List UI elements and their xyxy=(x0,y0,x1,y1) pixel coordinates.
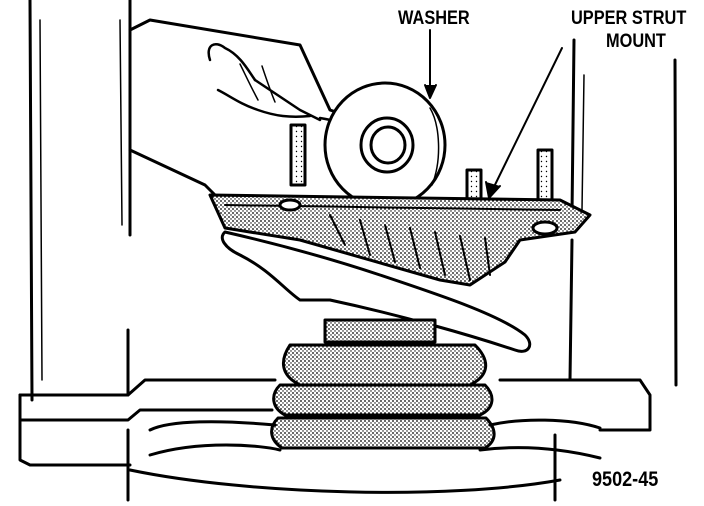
left-frame-tower xyxy=(28,0,132,402)
figure-number: 9502-45 xyxy=(592,468,659,491)
upper-strut-mount-label-line2: MOUNT xyxy=(606,31,666,52)
washer xyxy=(323,81,447,209)
jounce-bumper xyxy=(270,318,496,450)
upper-crossmember xyxy=(128,18,347,197)
right-frame-tower xyxy=(568,38,678,387)
spring-seat xyxy=(220,230,532,353)
washer-label: WASHER xyxy=(398,8,470,29)
upper-strut-mount xyxy=(208,193,592,287)
leader-lines xyxy=(424,29,563,199)
upper-strut-mount-label-line1: UPPER STRUT xyxy=(571,8,687,29)
lower-crossmember xyxy=(18,378,652,502)
